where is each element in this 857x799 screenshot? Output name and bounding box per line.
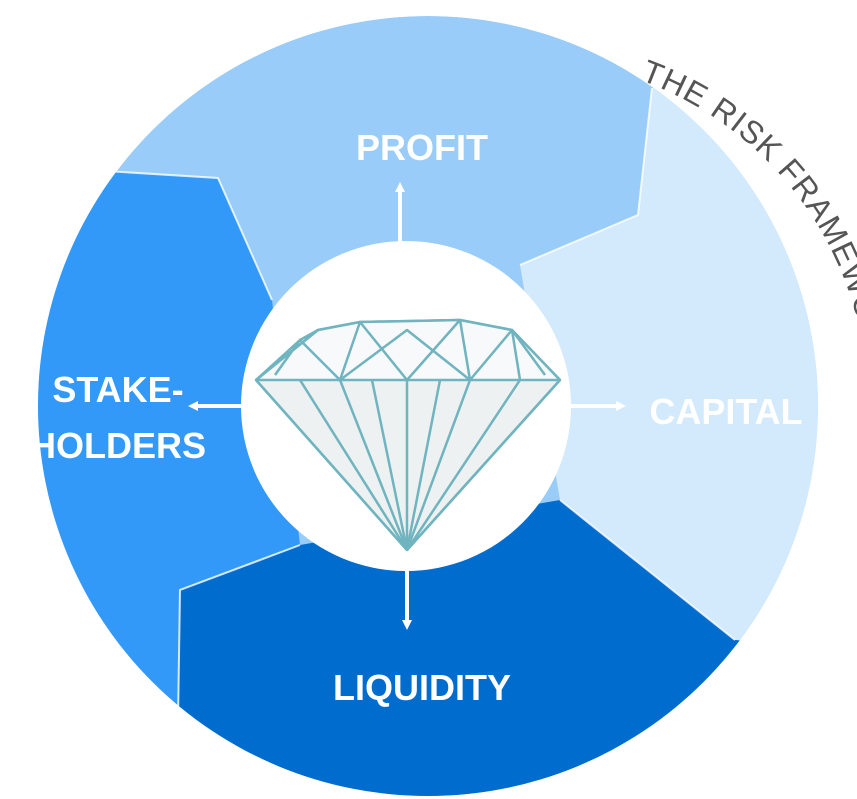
label-liquidity: LIQUIDITY <box>333 667 511 708</box>
label-stakeholders-line2: HOLDERS <box>30 425 206 466</box>
label-profit: PROFIT <box>356 127 488 168</box>
segment-seams <box>89 87 736 721</box>
label-stakeholders-line1: STAKE- <box>52 369 183 410</box>
label-capital: CAPITAL <box>649 391 802 432</box>
capital-segment <box>520 88 818 650</box>
diamond-icon <box>254 318 562 552</box>
